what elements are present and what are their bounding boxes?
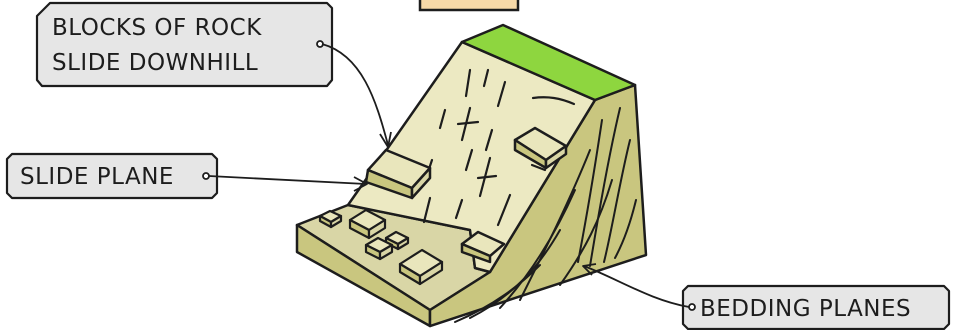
arrowhead-slide-plane bbox=[353, 176, 368, 192]
fallen-block-4 bbox=[364, 236, 394, 261]
rock-block-slide-plane bbox=[364, 148, 432, 200]
label-slide-plane: SLIDE PLANE bbox=[5, 152, 219, 200]
label-slide-plane-box bbox=[5, 152, 219, 200]
rock-block-upper bbox=[513, 126, 568, 170]
label-blocks-slide: BLOCKS OF ROCK SLIDE DOWNHILL bbox=[35, 1, 334, 88]
label-bedding-planes-box bbox=[681, 284, 951, 330]
top-tab bbox=[418, 0, 520, 12]
fallen-blocks bbox=[318, 208, 444, 286]
arrowhead-bedding-planes bbox=[582, 263, 597, 276]
bedding-plane-lines bbox=[454, 107, 637, 323]
fallen-block-1 bbox=[318, 209, 343, 229]
grass-top bbox=[460, 23, 637, 102]
label-slide-plane-text: SLIDE PLANE bbox=[20, 164, 174, 190]
label-slide-plane-eyelet bbox=[202, 172, 210, 180]
pointer-blocks-slide bbox=[321, 43, 389, 146]
fallen-block-2 bbox=[348, 208, 387, 240]
label-bedding-planes: BEDDING PLANES bbox=[681, 284, 951, 330]
pointer-bedding-planes bbox=[583, 265, 690, 308]
fallen-block-3 bbox=[384, 230, 410, 251]
label-bedding-planes-text: BEDDING PLANES bbox=[700, 296, 911, 322]
label-blocks-slide-line2: SLIDE DOWNHILL bbox=[52, 50, 258, 76]
arrowhead-blocks-slide bbox=[379, 131, 392, 148]
rock-block-lower bbox=[460, 230, 506, 264]
joint-lines bbox=[422, 68, 576, 227]
label-blocks-slide-box bbox=[35, 1, 334, 88]
pointer-slide-plane bbox=[208, 175, 367, 185]
fallen-block-5 bbox=[398, 248, 444, 286]
label-bedding-planes-eyelet bbox=[688, 303, 696, 311]
label-blocks-slide-line1: BLOCKS OF ROCK bbox=[52, 15, 262, 41]
